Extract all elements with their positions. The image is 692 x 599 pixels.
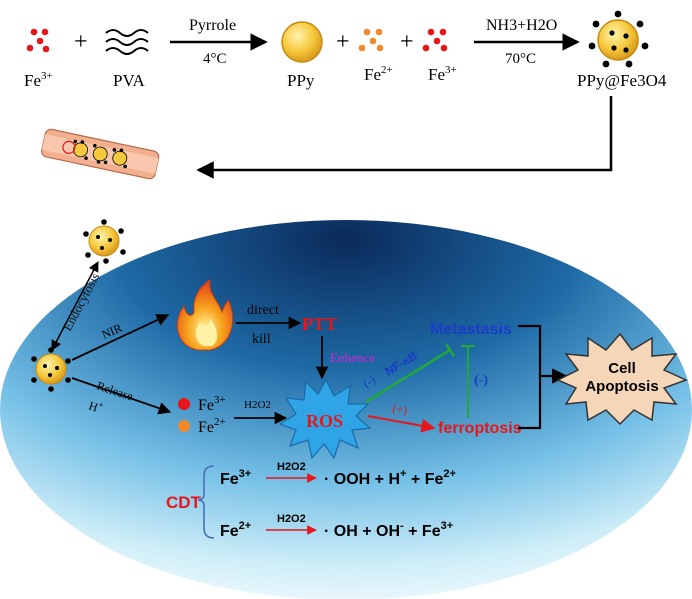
internalized-particle-icon: [31, 347, 71, 392]
nir-arrow: [71, 314, 170, 361]
fe2-dots-icon: [358, 28, 384, 52]
reaction2-catalyst: H2O2: [277, 513, 306, 525]
fe2-ion-label: Fe2+: [198, 416, 226, 436]
step1-temperature: 4°C: [203, 51, 227, 67]
cdt-brace: [197, 465, 215, 539]
fe3-dots-icon: [26, 28, 50, 53]
fe2-label-top: Fe2+: [364, 64, 393, 84]
delivery-arrow: [196, 96, 613, 179]
endocytosis-arrow: [51, 261, 99, 351]
kill-label: kill: [252, 332, 271, 347]
inhibit-bar: [444, 343, 456, 357]
ppy-fe3o4-particle-icon: [588, 10, 649, 68]
side-minus-label: (-): [474, 373, 488, 388]
fe3-label: Fe3+: [24, 70, 53, 90]
plus-sign-2: +: [336, 29, 350, 55]
apoptosis-line2: Apoptosis: [585, 378, 658, 395]
pva-label: PVA: [113, 71, 146, 90]
fe3-ion-icon: [178, 398, 190, 410]
blood-vessel-icon: [41, 128, 160, 180]
h2o2-label: H2O2: [244, 399, 271, 411]
fe3-ion-label: Fe3+: [198, 394, 226, 414]
reaction1-reactant: Fe3+: [220, 468, 251, 488]
ros-ferroptosis-arrow: [367, 415, 436, 433]
fe3-label-top-2: Fe3+: [428, 64, 457, 84]
ferroptosis-label: ferroptosis: [438, 420, 522, 437]
reaction2-reactant: Fe2+: [220, 520, 251, 540]
release-arrow: [71, 377, 172, 415]
pva-chain-icon: [105, 29, 149, 55]
ppy-particle-icon: [281, 21, 323, 63]
plus-sign: +: [74, 29, 88, 55]
apoptosis-line1: Cell: [608, 360, 636, 377]
plus-sign-3: +: [400, 29, 414, 55]
metastasis-label: Metastasis: [430, 321, 512, 338]
step2-temperature: 70°C: [505, 51, 536, 67]
reaction2-products: · OH + OH- + Fe3+: [324, 520, 453, 540]
fire-icon: [176, 279, 234, 351]
ppy-label: PPy: [287, 71, 315, 90]
entering-particle-icon: [83, 219, 126, 264]
reaction1-catalyst: H2O2: [277, 461, 306, 473]
direct-label: direct: [247, 303, 279, 318]
fe3-dots-icon-2: [422, 28, 448, 52]
ros-burst-icon: [278, 378, 372, 460]
fe2-ion-icon: [178, 420, 190, 432]
synthesis-row: Fe3+ + PVA Pyrrole 4°C PPy + Fe2+ +: [24, 10, 667, 180]
product-label: PPy@Fe3O4: [577, 71, 667, 90]
ptt-label: PTT: [302, 314, 337, 334]
cdt-label: CDT: [166, 493, 202, 512]
step2-reagent: NH3+H2O: [486, 17, 557, 34]
ros-label: ROS: [306, 411, 343, 431]
ros-inhibit-metastasis-line: [365, 348, 451, 404]
plus-label: (+): [391, 401, 408, 417]
apoptosis-burst-icon: [556, 332, 688, 426]
enhence-label: Enhence: [330, 350, 375, 365]
reaction1-products: · OOH + H+ + Fe2+: [324, 468, 456, 488]
step1-reagent: Pyrrole: [189, 17, 236, 34]
